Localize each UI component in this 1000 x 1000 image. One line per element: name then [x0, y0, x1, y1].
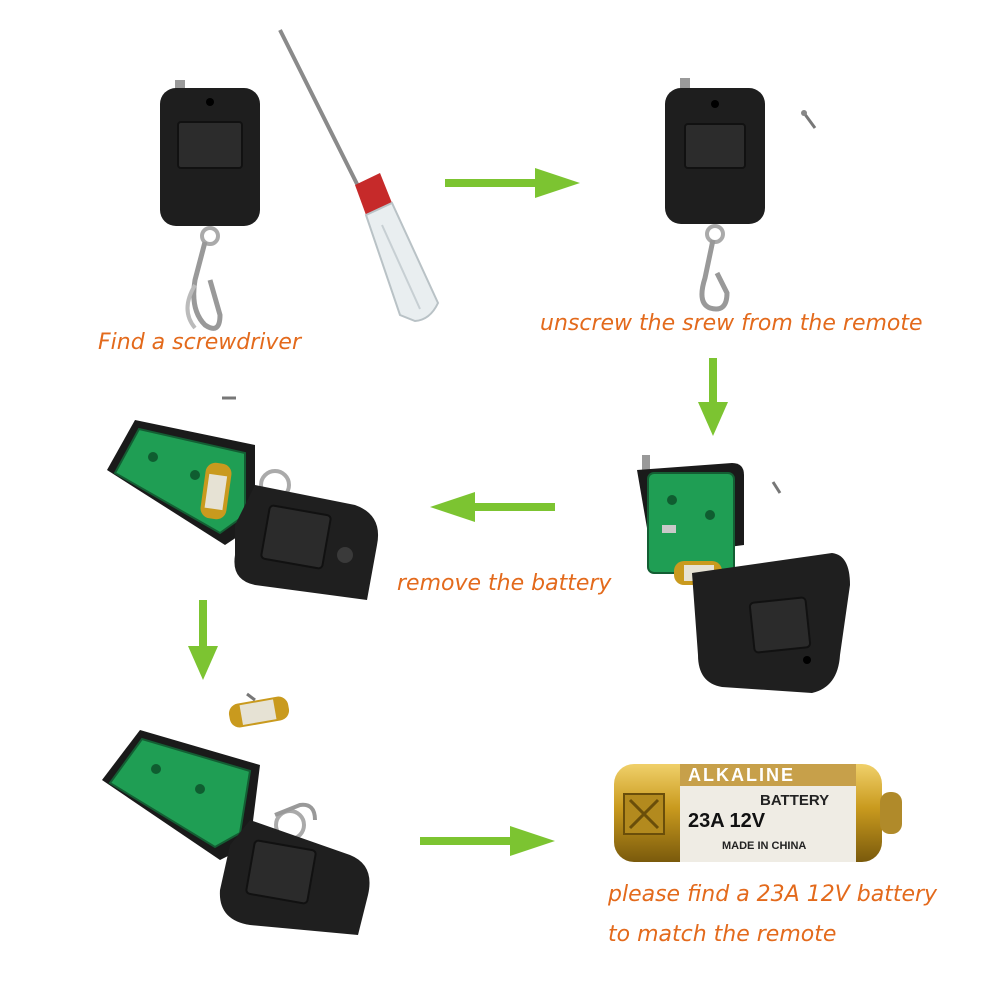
battery-23a-icon [614, 764, 902, 862]
arrow-right-icon [420, 826, 555, 856]
screw-icon [801, 110, 817, 129]
arrow-down-icon [188, 600, 218, 680]
arrow-down-icon [698, 358, 728, 436]
removed-battery-icon [228, 692, 290, 728]
remote-opened-icon [637, 455, 850, 693]
battery-brand-label: ALKALINE [688, 765, 795, 785]
step-find-battery-label-1: please find a 23A 12V battery [608, 882, 938, 907]
step-find-battery-label-2: to match the remote [608, 922, 837, 947]
step-find-screwdriver-label: Find a screwdriver [98, 330, 301, 355]
step-remove-battery-label: remove the battery [397, 571, 612, 596]
remote-battery-removed-icon [102, 730, 370, 935]
arrow-right-icon [445, 168, 580, 198]
arrow-left-icon [430, 492, 555, 522]
remote-unscrewed-icon [665, 78, 765, 312]
remote-battery-exposed-icon [107, 420, 379, 600]
screw-icon [222, 396, 236, 400]
screw-icon [771, 481, 782, 494]
screwdriver-icon [278, 29, 440, 323]
step-unscrew-label: unscrew the srew from the remote [540, 311, 923, 336]
battery-type-label: BATTERY [760, 792, 830, 809]
battery-origin-label: MADE IN CHINA [722, 840, 807, 852]
battery-model-label: 23A 12V [688, 810, 766, 832]
remote-closed-icon [160, 80, 260, 331]
